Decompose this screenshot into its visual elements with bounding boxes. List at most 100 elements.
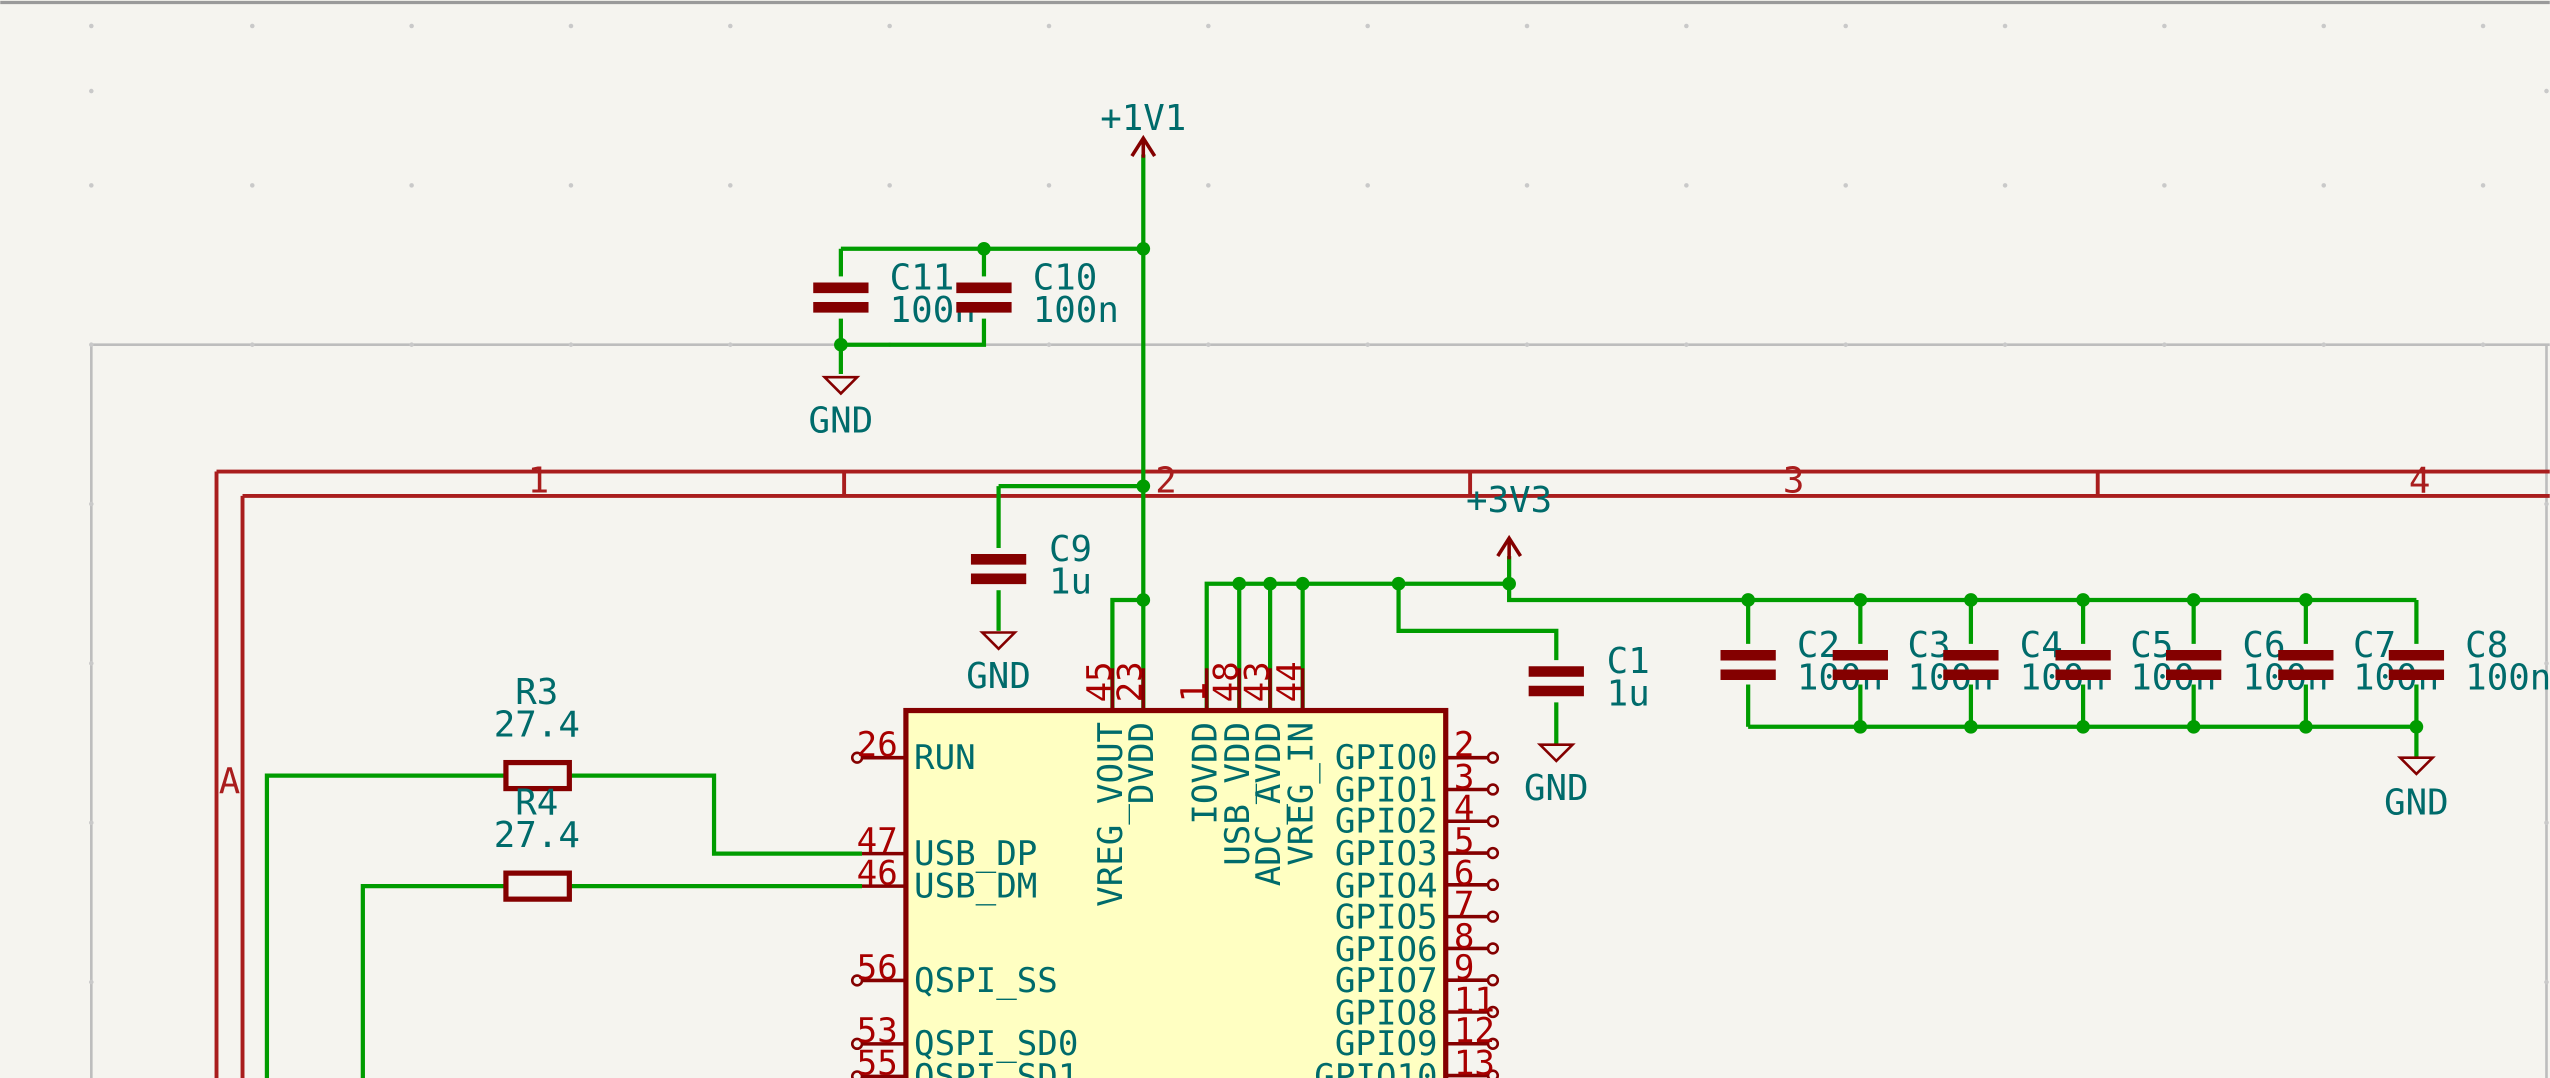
- pin-usb-dp-name: USB_DP: [914, 834, 1037, 874]
- grid-dot: [250, 342, 255, 347]
- grid-dot: [2002, 342, 2008, 347]
- mcu-left-pins: 26 47 46 56 53 55 RUN USB_DP USB_DM QSPI…: [850, 725, 1078, 1078]
- grid-dot: [2544, 88, 2549, 94]
- pin-gpio6-name: GPIO6: [1335, 930, 1438, 970]
- mcu-body: [903, 707, 1449, 1078]
- r3-value: 27.4: [494, 705, 580, 746]
- pin-iovdd-name: IOVDD: [1185, 722, 1225, 825]
- gnd-c1-label: GND: [1524, 768, 1589, 809]
- c1-value: 1u: [1607, 674, 1650, 715]
- resistor-r3[interactable]: R3 27.4: [494, 672, 580, 792]
- gnd-symbol-c11[interactable]: GND: [809, 375, 874, 442]
- c10-ref: C10: [1033, 257, 1098, 298]
- r3-ref: R3: [515, 672, 558, 713]
- grid-dot: [2002, 23, 2008, 29]
- mcu-right-pin-end: [1486, 1069, 1500, 1078]
- pin-47-number: 47: [857, 821, 898, 861]
- c9-value: 1u: [1049, 561, 1092, 602]
- pin-gpio8-name: GPIO8: [1335, 993, 1438, 1033]
- grid-dot: [1365, 183, 1370, 188]
- pin-gpio1-name: GPIO1: [1335, 771, 1438, 811]
- grid-dot: [887, 23, 892, 29]
- power-3v3-label: +3V3: [1466, 480, 1552, 521]
- pin-gpio7-name: GPIO7: [1335, 961, 1438, 1001]
- grid-dot: [1684, 342, 1689, 347]
- capacitor-c10[interactable]: C10 100n: [956, 257, 1119, 331]
- grid-dot: [1684, 183, 1689, 188]
- grid-dot: [2162, 23, 2167, 29]
- capacitor-c4[interactable]: C4 100n: [1943, 625, 2106, 699]
- mcu-right-pin-end: [1486, 878, 1500, 892]
- pin-qspi-ss-name: QSPI_SS: [914, 961, 1058, 1001]
- pin-55-number: 55: [857, 1044, 898, 1078]
- grid-dot: [1524, 342, 1530, 347]
- capacitor-c8[interactable]: C8 100n: [2388, 625, 2550, 699]
- mcu-right-pin-end: [1486, 910, 1500, 923]
- power-3v3-symbol[interactable]: +3V3: [1466, 480, 1552, 560]
- pin-gpio2-name: GPIO2: [1335, 801, 1438, 841]
- grid-dot: [89, 979, 94, 985]
- grid-dot: [2162, 183, 2167, 188]
- grid-dot: [409, 23, 414, 29]
- grid-dot: [1365, 342, 1370, 347]
- grid-dot: [2162, 342, 2167, 347]
- gnd-c9-label: GND: [966, 656, 1031, 697]
- grid-dot: [1206, 342, 1211, 347]
- gnd-symbol-c9[interactable]: GND: [966, 631, 1031, 697]
- pin-8-number: 8: [1454, 917, 1475, 957]
- grid-dot: [89, 820, 94, 826]
- mcu-right-pin-end: [1486, 846, 1500, 860]
- gnd-symbol-c8[interactable]: GND: [2384, 756, 2449, 824]
- pin-48-number: 48: [1207, 661, 1247, 702]
- grid-dot: [89, 183, 94, 188]
- pin-3-number: 3: [1454, 758, 1475, 798]
- mcu-chip[interactable]: 45 23 1 48 43 44 VREG_VOUT DVDD IOVDD US…: [850, 661, 1500, 1078]
- mcu-right-pin-end: [1486, 751, 1500, 764]
- grid-dot: [728, 23, 733, 29]
- pin-45-number: 45: [1080, 661, 1120, 702]
- grid-dot: [2480, 342, 2486, 347]
- mcu-right-pin-end: [1486, 815, 1500, 828]
- pin-6-number: 6: [1454, 854, 1475, 894]
- grid-dot: [2544, 979, 2549, 985]
- capacitor-c11[interactable]: C11 100n: [813, 257, 976, 331]
- grid-dot: [2321, 342, 2327, 347]
- gnd-symbol-c1[interactable]: GND: [1524, 743, 1589, 809]
- capacitor-c9[interactable]: C9 1u: [970, 529, 1092, 603]
- gnd-c11-label: GND: [809, 401, 874, 442]
- pin-gpio0-name: GPIO0: [1335, 738, 1438, 778]
- grid-dot: [250, 183, 255, 188]
- grid-dot: [2480, 23, 2486, 29]
- grid-dot: [409, 183, 414, 188]
- grid-dot: [2321, 183, 2327, 188]
- frame-col-3-label: 3: [1783, 461, 1805, 502]
- grid-dot: [409, 342, 414, 347]
- pin-56-number: 56: [857, 948, 898, 988]
- power-1v1-symbol[interactable]: +1V1: [1100, 98, 1186, 158]
- pin-1-number: 1: [1174, 682, 1214, 703]
- pin-gpio4-name: GPIO4: [1335, 867, 1438, 907]
- pin-7-number: 7: [1454, 884, 1475, 924]
- grid-dot: [728, 342, 733, 347]
- c8-value: 100n: [2465, 657, 2550, 698]
- grid-dot: [2480, 183, 2486, 188]
- grid-dot: [1843, 23, 1848, 29]
- mcu-right-pin-end: [1486, 783, 1500, 796]
- grid-dot: [1046, 23, 1052, 29]
- junctions: [834, 241, 2424, 734]
- pin-qspi-sd0-name: QSPI_SD0: [914, 1024, 1078, 1064]
- grid-dot: [1524, 23, 1530, 29]
- r4-value: 27.4: [494, 815, 580, 856]
- c9-ref: C9: [1049, 529, 1092, 570]
- resistor-r4[interactable]: R4 27.4: [494, 783, 580, 902]
- pin-53-number: 53: [857, 1011, 898, 1051]
- c8-ref: C8: [2465, 625, 2508, 666]
- capacitor-c1[interactable]: C1 1u: [1528, 641, 1650, 715]
- grid-dots: [89, 23, 2549, 985]
- c1-ref: C1: [1607, 641, 1650, 682]
- grid-dot: [568, 183, 574, 188]
- pin-13-number: 13: [1454, 1044, 1495, 1078]
- grid-dot: [1684, 23, 1689, 29]
